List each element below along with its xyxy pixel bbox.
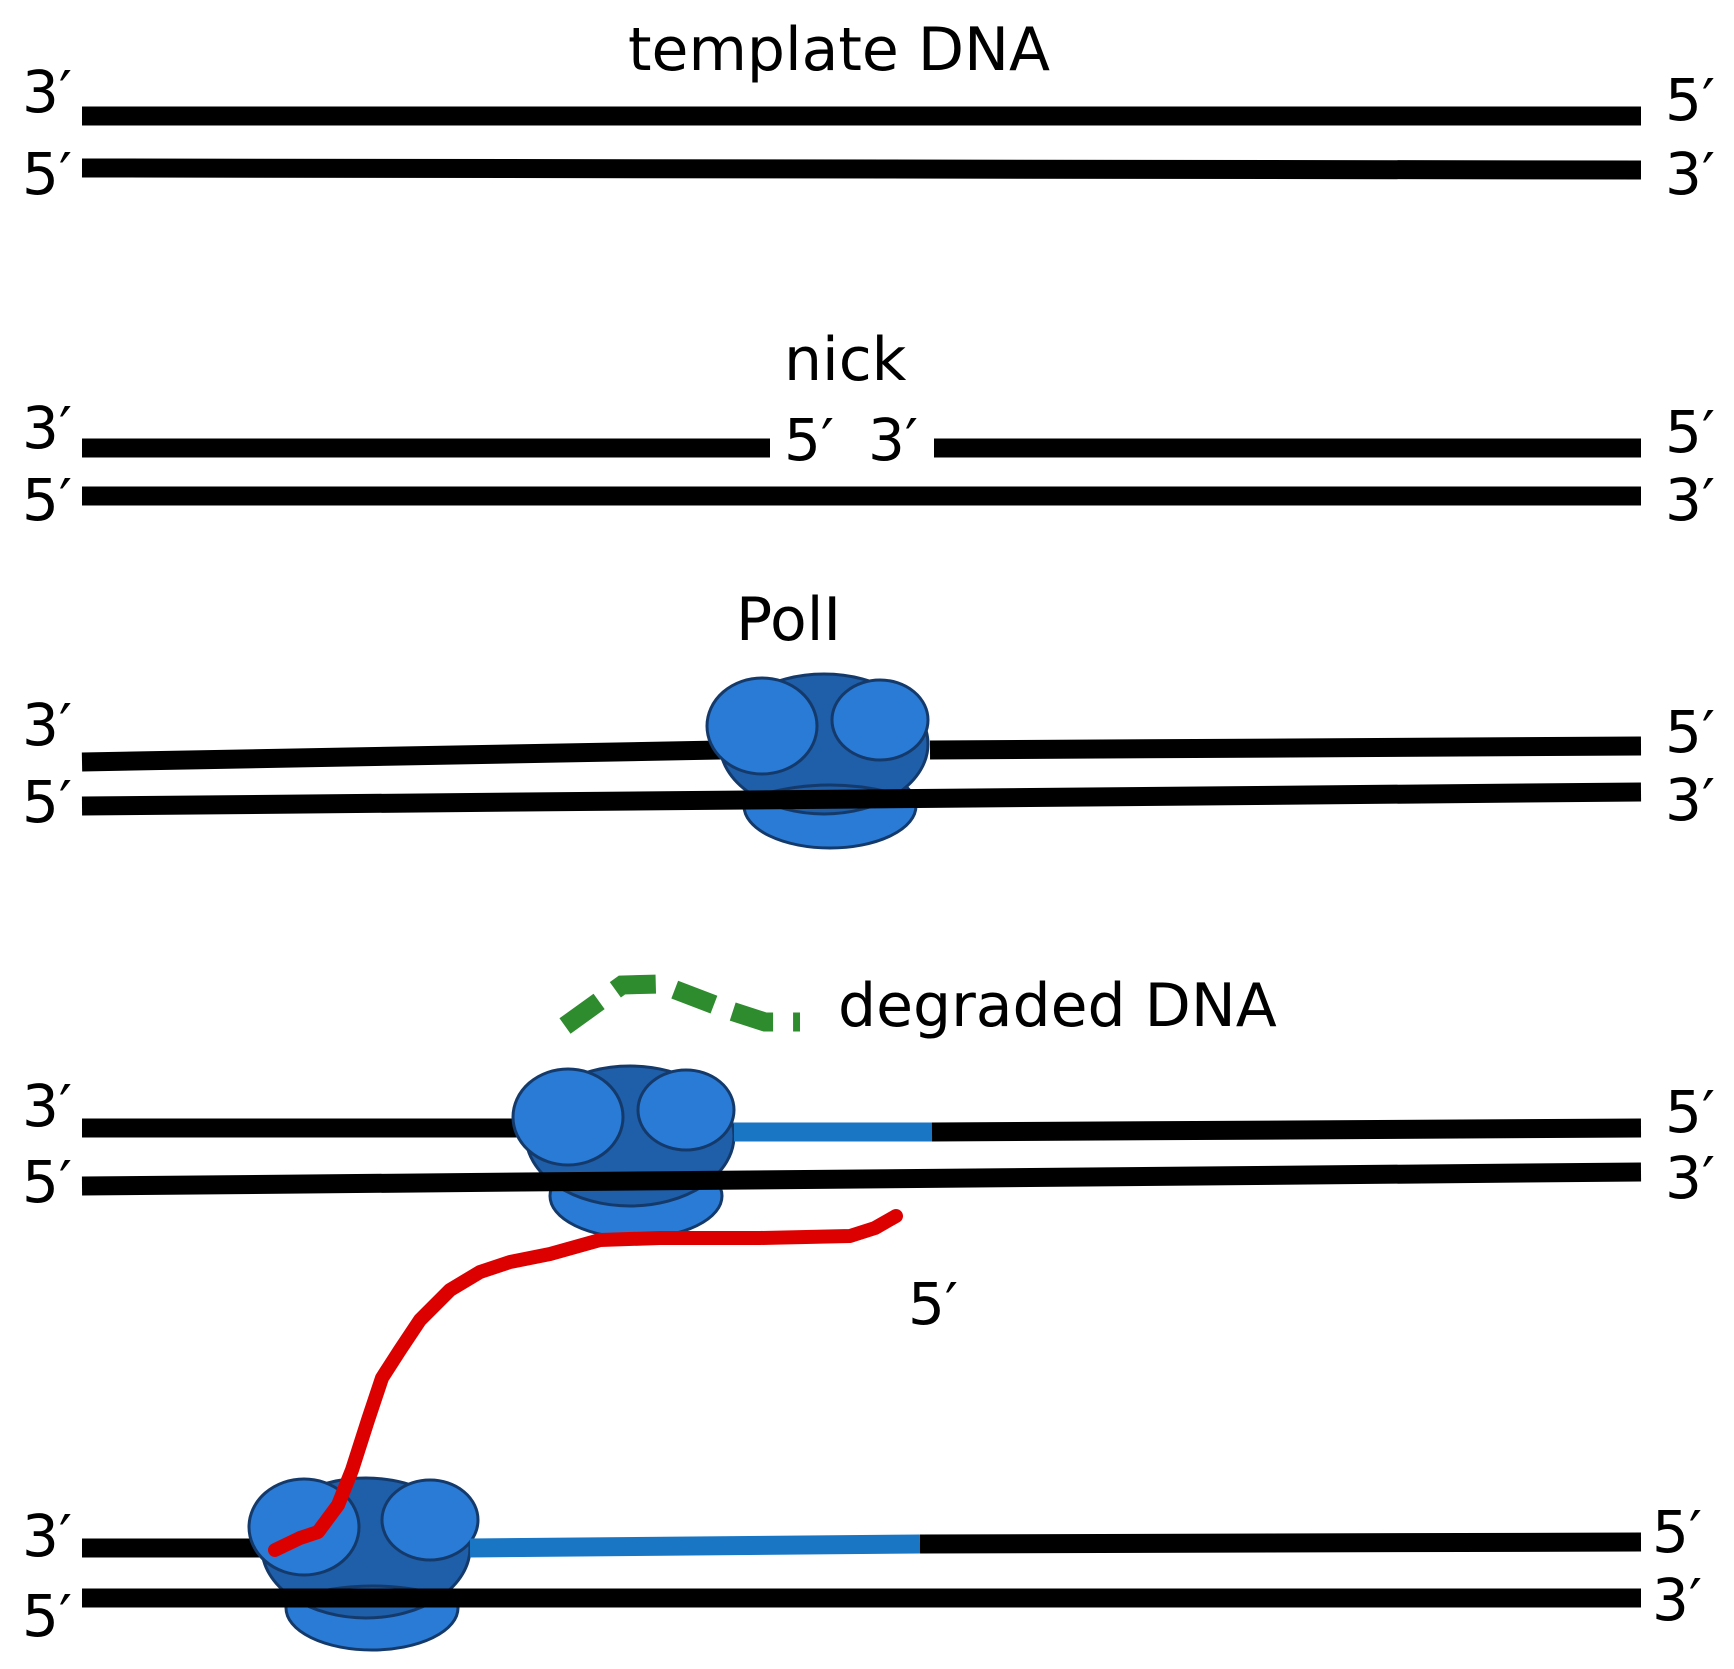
panel4-top-right-end: 5′	[1665, 1078, 1715, 1146]
panel5-top-strand-right	[919, 1532, 1642, 1554]
panel2-bottom-left-end: 5′	[22, 466, 72, 534]
poli-right-lobe	[830, 678, 930, 762]
panel3-bottom-strand	[81, 782, 1642, 816]
poli-right-lobe	[636, 1068, 736, 1152]
panel3-top-left-end: 3′	[22, 691, 72, 759]
panel-strand-displacement: 5′ 3′ 5′ 5′ 3′	[22, 1209, 1702, 1652]
panel1-title: template DNA	[628, 15, 1050, 85]
poli-left-lobe	[705, 676, 819, 776]
poli-left-lobe	[511, 1067, 625, 1167]
panel1-top-left-end: 3′	[22, 58, 72, 126]
degraded-dna-fragment	[559, 974, 800, 1034]
panel1-bottom-left-end: 5′	[22, 140, 72, 208]
panel5-bottom-left-end: 5′	[22, 1582, 72, 1650]
panel3-top-strand-left	[81, 740, 721, 772]
nick-5-prime-end: 5′	[784, 406, 834, 474]
panel3-top-strand-right	[929, 736, 1642, 760]
panel2-top-right-end: 5′	[1665, 398, 1715, 466]
nick-3-prime-end: 3′	[868, 406, 918, 474]
panel4-bottom-right-end: 3′	[1665, 1144, 1715, 1212]
panel-nick: nick 3′ 5′ 5′ 3′ 5′ 3′	[22, 325, 1715, 534]
panel1-bottom-strand	[81, 158, 1642, 180]
panel1-top-right-end: 5′	[1665, 66, 1715, 134]
panel3-title: PolI	[736, 585, 841, 655]
panel-degraded-dna: degraded DNA 3′ 5′ 5′ 3′	[22, 971, 1715, 1240]
panel-template-dna: template DNA 3′ 5′ 5′ 3′	[22, 15, 1715, 208]
panel4-top-strand-right	[931, 1118, 1642, 1142]
displaced-strand	[268, 1209, 903, 1557]
panel5-new-strand	[469, 1534, 921, 1558]
poli-enzyme	[705, 672, 930, 850]
panel3-bottom-left-end: 5′	[22, 768, 72, 836]
panel2-bottom-right-end: 3′	[1665, 466, 1715, 534]
panel5-bottom-right-end: 3′	[1652, 1566, 1702, 1634]
panel5-top-right-end: 5′	[1652, 1498, 1702, 1566]
panel4-bottom-left-end: 5′	[22, 1148, 72, 1216]
panel4-bottom-strand	[81, 1162, 1642, 1196]
poli-enzyme-displacing	[247, 1476, 480, 1652]
poli-enzyme-translating	[511, 1064, 736, 1240]
panel4-top-left-end: 3′	[22, 1072, 72, 1140]
poli-right-lobe	[380, 1478, 480, 1562]
panel4-title: degraded DNA	[838, 971, 1277, 1041]
panel3-top-right-end: 5′	[1665, 698, 1715, 766]
panel5-top-left-end: 3′	[22, 1502, 72, 1570]
panel3-bottom-right-end: 3′	[1665, 766, 1715, 834]
panel2-top-left-end: 3′	[22, 394, 72, 462]
panel1-bottom-right-end: 3′	[1665, 140, 1715, 208]
displaced-strand-5-prime-end: 5′	[908, 1270, 958, 1338]
panel-poli-bound: PolI 3′ 5′ 5′ 3′	[22, 585, 1715, 850]
panel2-title: nick	[784, 325, 907, 395]
